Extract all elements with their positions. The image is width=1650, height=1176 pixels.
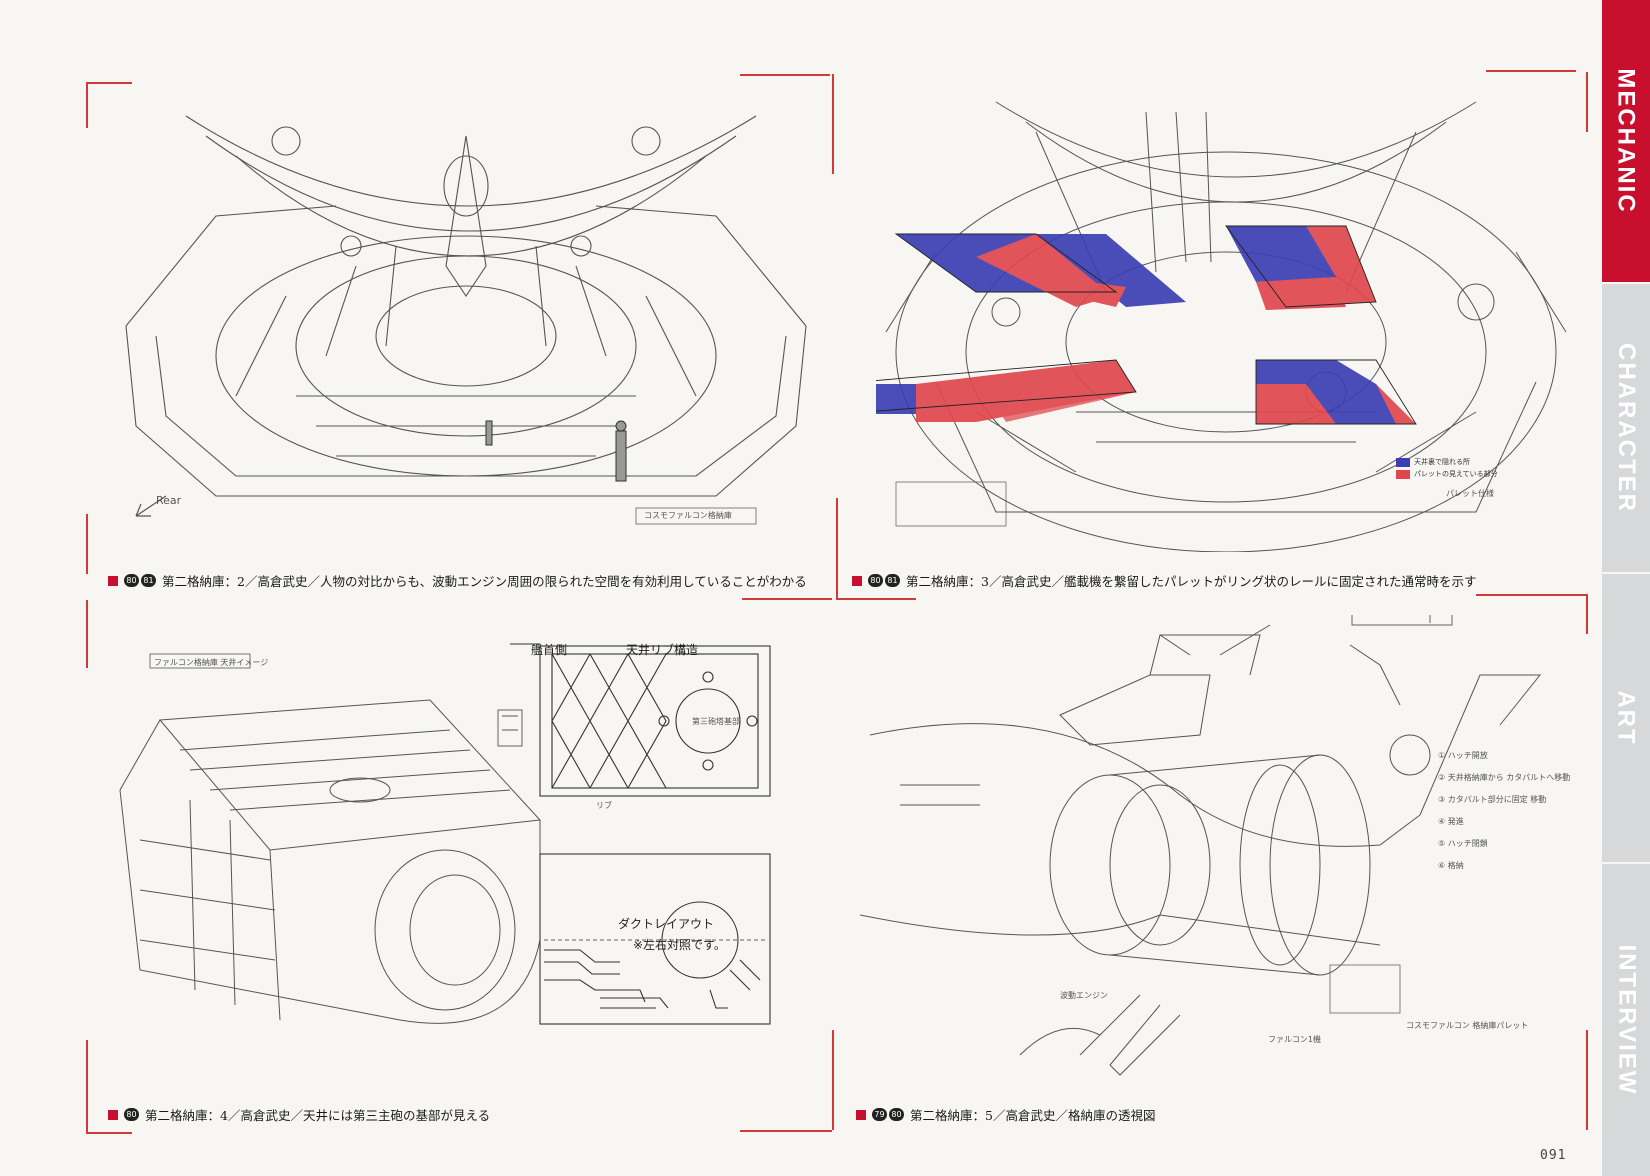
caption-marker: [108, 1109, 118, 1120]
label-bow-side: 艦首側: [531, 643, 568, 657]
ref-number: 80: [124, 1108, 139, 1121]
legend-label: 天井裏で隠れる所: [1414, 458, 1470, 466]
caption-marker: [852, 575, 862, 586]
ref-number: 80: [889, 1108, 904, 1121]
tab-interview[interactable]: INTERVIEW: [1602, 864, 1650, 1176]
step-item: ① ハッチ開放: [1438, 751, 1488, 760]
step-item: ⑤ ハッチ閉鎖: [1438, 839, 1488, 848]
tab-art-label: ART: [1613, 690, 1641, 746]
caption-text: 第二格納庫：4／高倉武史／天井には第三主砲の基部が見える: [145, 1108, 491, 1123]
note-pallet-spec: パレット仕様: [1446, 489, 1494, 498]
legend-swatch-red: [1396, 469, 1410, 479]
legend-item: 天井裏で隠れる所: [1396, 456, 1498, 468]
caption-marker: [108, 575, 118, 586]
hangar-4-sketch: [119, 643, 771, 1025]
tab-character-label: CHARACTER: [1613, 343, 1640, 513]
section-tabs: MECHANIC CHARACTER ART INTERVIEW: [1602, 0, 1650, 1176]
panel-hangar-3: 天井裏で隠れる所 パレットの見えている部分 パレット仕様: [876, 92, 1596, 552]
ref-number: 81: [141, 574, 156, 587]
ref-number: 79: [872, 1108, 887, 1121]
step-item: ④ 発進: [1438, 817, 1464, 826]
hangar-3-sketch: [876, 101, 1567, 552]
overlay-legend: 天井裏で隠れる所 パレットの見えている部分: [1396, 456, 1498, 480]
panel-hangar-4: [100, 640, 820, 1090]
caption-hangar-5: 79 80 第二格納庫：5／高倉武史／格納庫の透視図: [856, 1105, 1155, 1124]
label-ceiling-rib: 天井リブ構造: [626, 643, 699, 657]
ref-number: 80: [124, 574, 139, 587]
caption-hangar-2: 80 81 第二格納庫：2／高倉武史／人物の対比からも、波動エンジン周囲の限られ…: [108, 571, 807, 590]
panel-hangar-5: [860, 615, 1580, 1095]
step-item: ⑥ 格納: [1438, 861, 1464, 870]
caption-text: 第二格納庫：2／高倉武史／人物の対比からも、波動エンジン周囲の限られた空間を有効…: [162, 574, 807, 589]
legend-label: パレットの見えている部分: [1414, 470, 1498, 478]
note-turret-base: 第三砲塔基部: [692, 717, 740, 726]
note-falcon-ceiling: ファルコン格納庫 天井イメージ: [154, 658, 269, 667]
caption-text: 第二格納庫：3／高倉武史／艦載機を繋留したパレットがリング状のレールに固定された…: [906, 574, 1477, 589]
tab-mechanic[interactable]: MECHANIC: [1602, 0, 1650, 282]
panel-hangar-2: Rear コスモファルコン格納庫: [96, 96, 836, 556]
page-number: 091: [1540, 1148, 1567, 1163]
ref-number: 80: [868, 574, 883, 587]
duct-layout-note: ※左右対照です。: [633, 938, 726, 952]
legend-swatch-blue: [1396, 457, 1410, 467]
caption-hangar-3: 80 81 第二格納庫：3／高倉武史／艦載機を繋留したパレットがリング状のレール…: [852, 571, 1476, 590]
note-rear: Rear: [156, 494, 182, 507]
caption-hangar-4: 80 第二格納庫：4／高倉武史／天井には第三主砲の基部が見える: [108, 1105, 490, 1124]
hangar-2-sketch: [125, 115, 807, 525]
tab-interview-label: INTERVIEW: [1613, 944, 1640, 1096]
hangar-5-sketch: [860, 615, 1542, 1076]
note-falcon-count: ファルコン1機: [1268, 1035, 1321, 1044]
tab-character[interactable]: CHARACTER: [1602, 284, 1650, 572]
note-wave-engine: 波動エンジン: [1060, 991, 1108, 1000]
launch-steps: ① ハッチ開放 ② 天井格納庫から カタパルトへ移動 ③ カタパルト部分に固定 …: [1438, 750, 1570, 882]
step-item: ② 天井格納庫から カタパルトへ移動: [1438, 773, 1571, 782]
tab-mechanic-label: MECHANIC: [1613, 68, 1641, 214]
caption-text: 第二格納庫：5／高倉武史／格納庫の透視図: [910, 1108, 1156, 1123]
note-falcon-hangar: コスモファルコン格納庫: [644, 511, 732, 520]
tab-art[interactable]: ART: [1602, 574, 1650, 862]
note-rib: リブ: [596, 801, 612, 810]
caption-marker: [856, 1109, 866, 1120]
duct-layout-title: ダクトレイアウト: [618, 917, 715, 931]
note-pallet-box: コスモファルコン 格納庫パレット: [1406, 1021, 1529, 1030]
ref-number: 81: [885, 574, 900, 587]
step-item: ③ カタパルト部分に固定 移動: [1438, 795, 1547, 804]
legend-item: パレットの見えている部分: [1396, 468, 1498, 480]
